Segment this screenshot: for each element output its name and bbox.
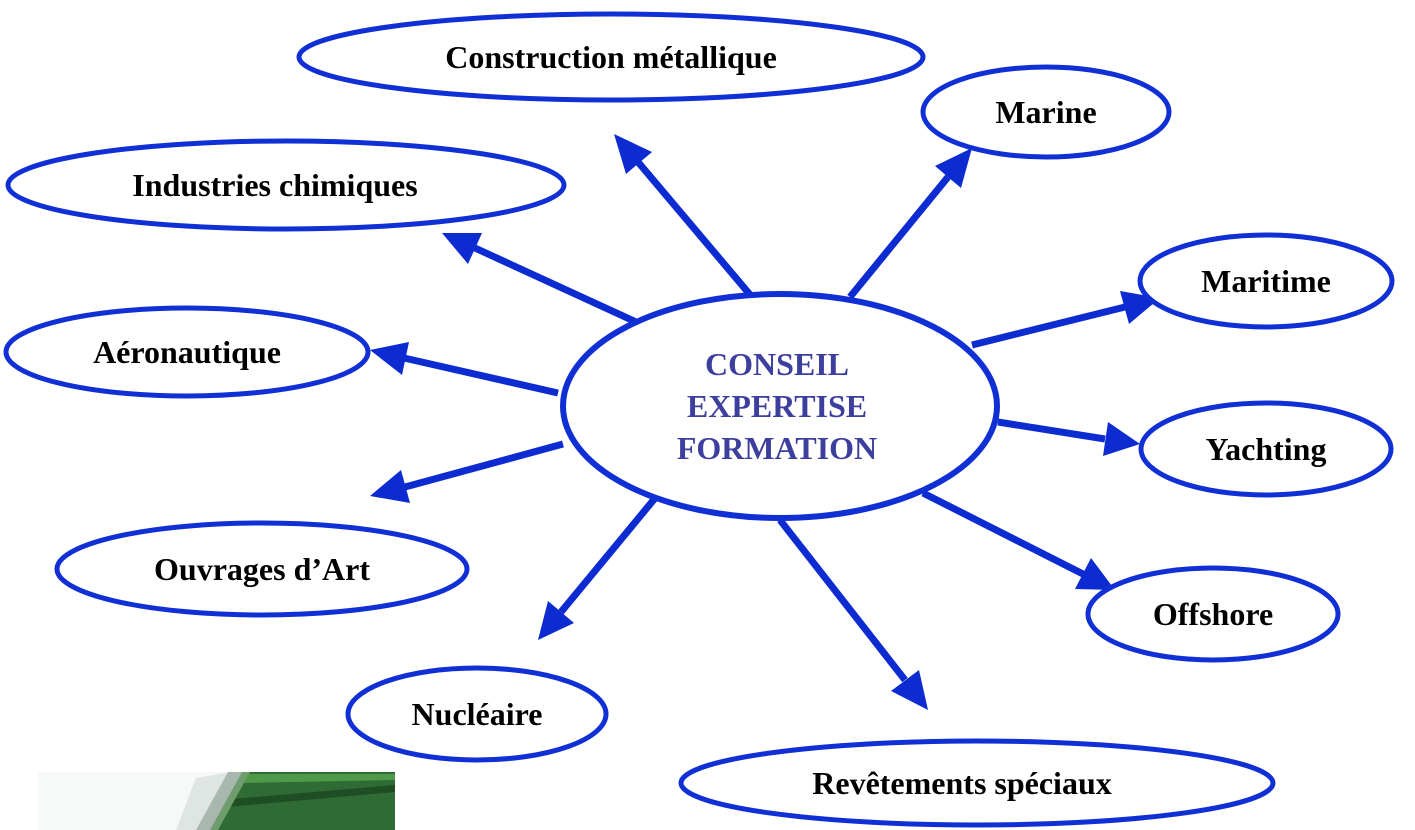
arrow-to-yachting [997,418,1140,456]
center-label-line-1: CONSEIL [705,346,849,382]
node-offshore: Offshore [1085,565,1341,663]
arrow-to-marine [847,148,972,300]
arrow-to-maritime [971,291,1160,349]
node-label-nucleaire: Nucléaire [412,696,543,732]
node-marine: Marine [920,64,1172,160]
node-label-aeronautique: Aéronautique [93,334,281,370]
arrow-to-revetements-speciaux [777,517,928,710]
node-label-marine: Marine [995,94,1096,130]
arrows [370,134,1160,710]
node-maritime: Maritime [1137,232,1395,330]
node-industries-chimiques: Industries chimiques [5,138,567,232]
node-label-industries-chimiques: Industries chimiques [132,167,417,203]
node-revetements-speciaux: Revêtements spéciaux [678,738,1276,828]
arrow-to-industries-chimiques [442,233,638,326]
node-label-construction-metallique: Construction métallique [445,39,777,75]
node-aeronautique: Aéronautique [3,305,371,399]
corner-photo [38,772,395,830]
node-label-revetements-speciaux: Revêtements spéciaux [812,765,1111,801]
arrow-to-offshore [921,489,1115,590]
node-yachting: Yachting [1138,400,1394,498]
arrow-to-aeronautique [370,342,559,397]
node-construction-metallique: Construction métallique [296,11,926,103]
center-node: CONSEIL EXPERTISE FORMATION [560,291,1000,521]
node-label-maritime: Maritime [1201,263,1331,299]
arrow-to-ouvrages-dart [370,440,564,503]
node-label-ouvrages-dart: Ouvrages d’Art [154,551,370,587]
node-nucleaire: Nucléaire [345,665,609,763]
arrow-to-construction-metallique [614,134,755,300]
center-label-line-3: FORMATION [677,430,877,466]
node-label-yachting: Yachting [1206,431,1327,467]
node-ouvrages-dart: Ouvrages d’Art [54,520,470,618]
center-label-line-2: EXPERTISE [687,388,867,424]
arrow-to-nucleaire [538,494,659,640]
node-label-offshore: Offshore [1153,596,1273,632]
